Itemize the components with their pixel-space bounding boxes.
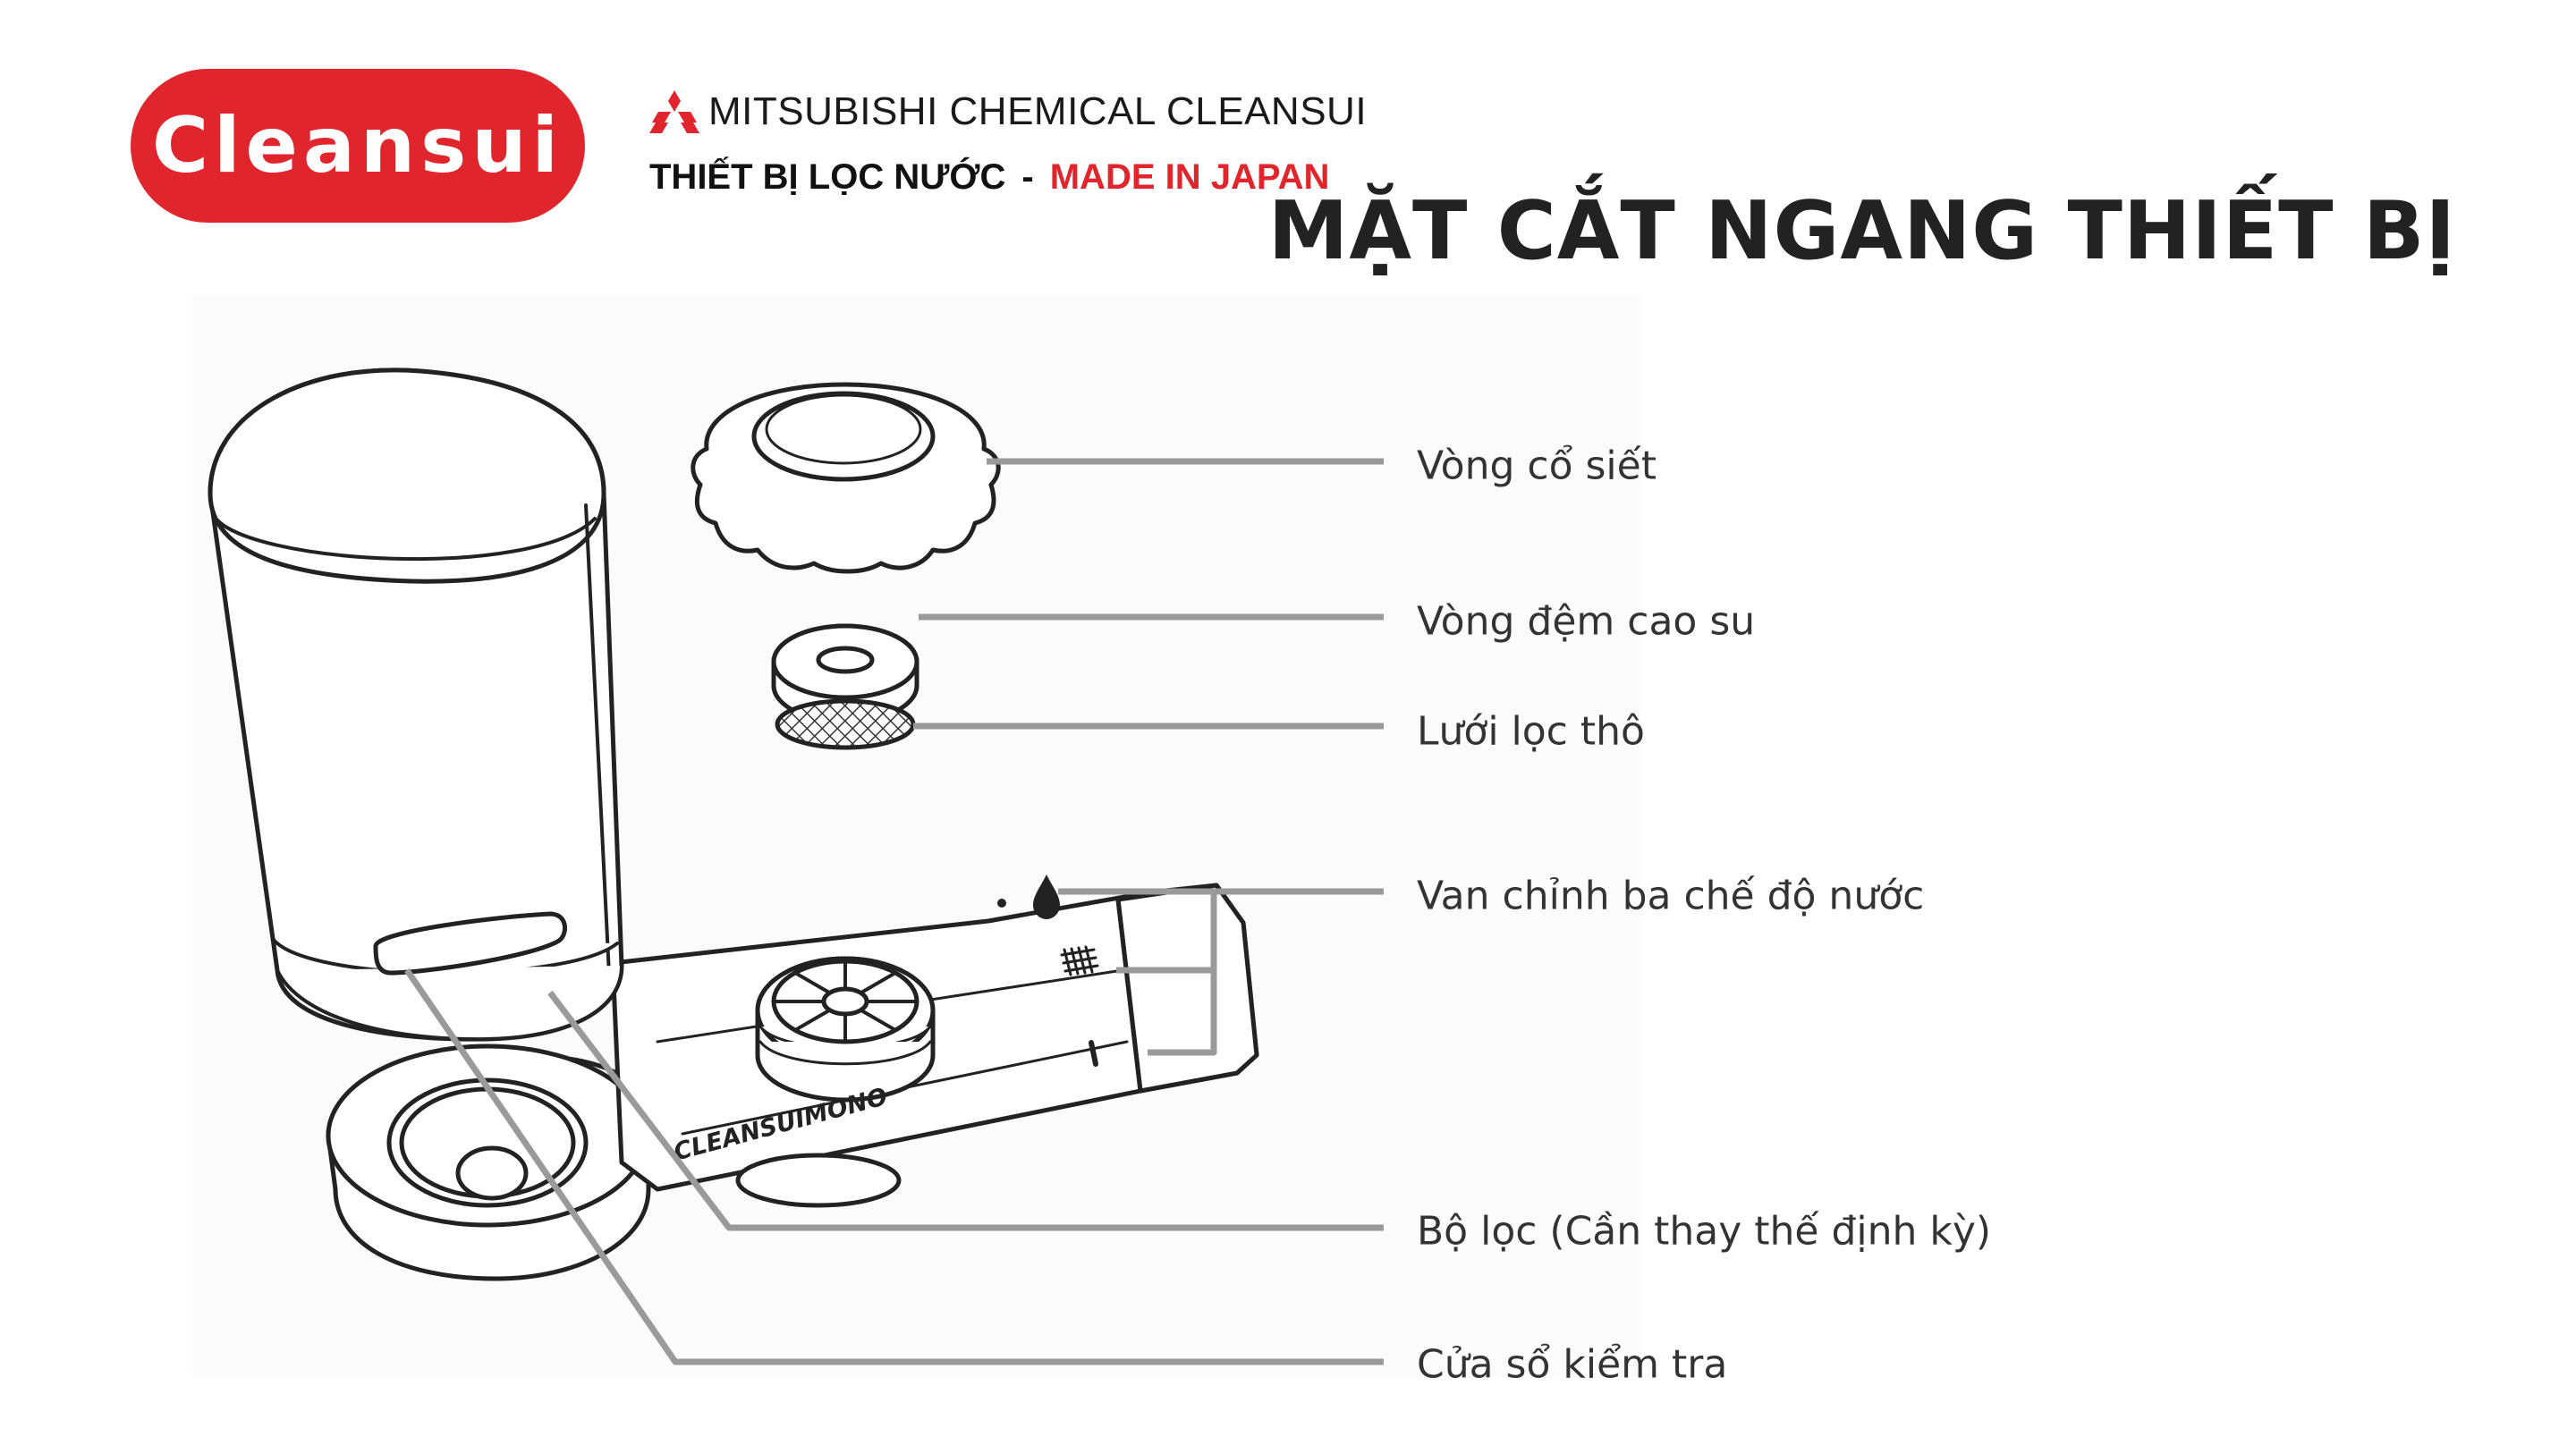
product-line-text: THIẾT BỊ LỌC NƯỚC <box>649 157 1006 197</box>
label-mode-valve: Van chỉnh ba chế độ nước <box>1417 873 1925 919</box>
spray-grille <box>1060 945 1099 976</box>
device-diagram: CLEANSUIMONO <box>208 368 1384 1365</box>
label-collar-nut: Vòng cổ siết <box>1417 443 1657 489</box>
brand-block: MITSUBISHI CHEMICAL CLEANSUI THIẾT BỊ LỌ… <box>649 89 1367 198</box>
made-in-japan: MADE IN JAPAN <box>1049 157 1330 197</box>
separator: - <box>1021 157 1034 197</box>
stream-slot <box>1089 1040 1098 1067</box>
faucet-mount-base <box>326 1044 651 1281</box>
product-line: THIẾT BỊ LỌC NƯỚC-MADE IN JAPAN <box>649 157 1367 198</box>
page-title: MẶT CẮT NGANG THIẾT BỊ <box>1267 184 2456 278</box>
coarse-mesh <box>775 698 916 750</box>
label-filter-cartridge: Bộ lọc (Cần thay thế định kỳ) <box>1417 1208 1992 1255</box>
label-coarse-mesh: Lưới lọc thô <box>1417 708 1645 755</box>
label-rubber-gasket: Vòng đệm cao su <box>1417 598 1756 645</box>
inspection-window <box>373 911 568 976</box>
logo-text: Cleansui <box>151 101 564 190</box>
water-drop-icon <box>1033 875 1060 919</box>
parent-company-line: MITSUBISHI CHEMICAL CLEANSUI <box>649 89 1367 134</box>
collar-nut <box>691 382 1001 574</box>
label-inspection-window: Cửa sổ kiểm tra <box>1417 1341 1728 1388</box>
diagram-stage: CLEANSUIMONO <box>192 295 1641 1377</box>
cleansui-logo: Cleansui <box>131 69 585 223</box>
cartridge-cap <box>755 956 936 1103</box>
filter-housing <box>208 368 624 1042</box>
parent-company-name: MITSUBISHI CHEMICAL CLEANSUI <box>708 89 1368 133</box>
leader-lines <box>404 458 1384 1365</box>
three-diamonds-icon <box>649 90 699 133</box>
